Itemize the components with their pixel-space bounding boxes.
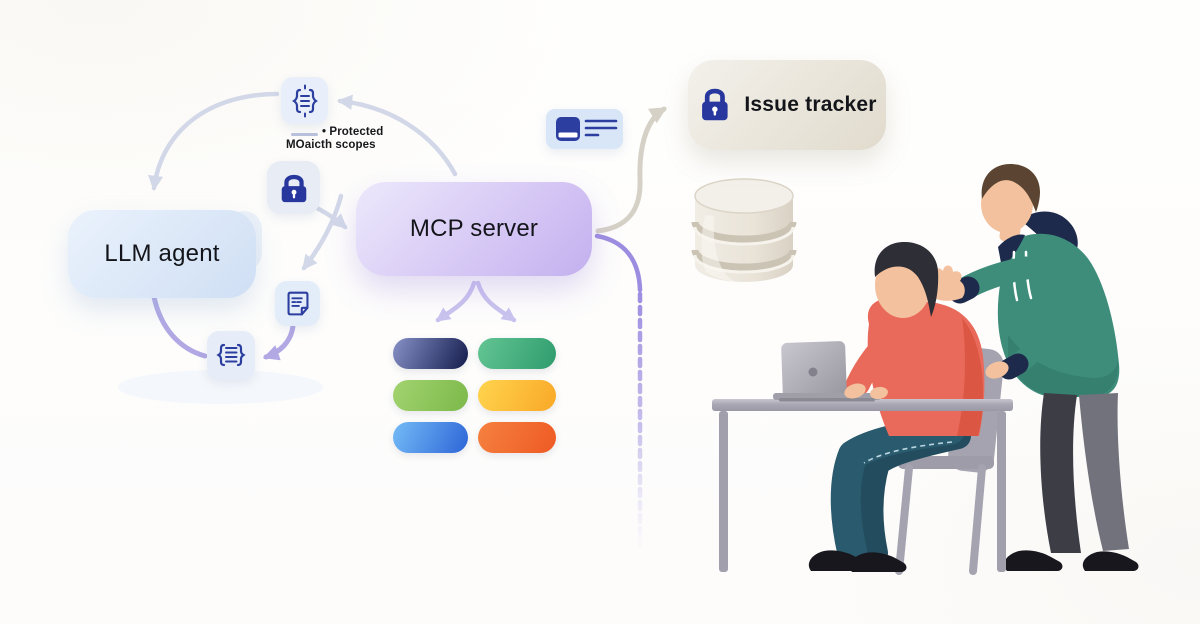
pants-back: [1079, 393, 1129, 551]
arrow-document-to-schema: [262, 323, 296, 361]
database-icon: [691, 178, 797, 282]
pill-navy: [393, 338, 468, 369]
schema-braces-icon: [281, 77, 328, 124]
pill-amber: [478, 380, 556, 411]
token-card-icon: [546, 109, 623, 149]
jeans-stitch: [863, 441, 953, 464]
arrow-schema-to-llm: [148, 91, 280, 192]
desk: [712, 399, 1013, 572]
standing-person-chair-hand: [985, 301, 1071, 380]
typing-hand: [870, 386, 888, 400]
pill-lime: [393, 380, 468, 411]
laptop-base-and-hands: [773, 383, 888, 402]
pill-green: [478, 338, 556, 369]
document-icon: [275, 281, 320, 326]
node-llm-agent: LLM agent: [68, 210, 256, 298]
pants-front: [1040, 393, 1081, 553]
legend-scopes-label: MOaicth scopes: [286, 139, 376, 151]
head: [981, 175, 1033, 233]
schema-braces-icon-bottom: [207, 331, 255, 379]
hair: [874, 241, 939, 317]
laptop-logo: [808, 367, 818, 377]
lock-icon: [697, 86, 731, 124]
mcp-server-label: MCP server: [409, 215, 539, 242]
arrow-mcp-to-document: [301, 193, 344, 271]
torso-shade: [1008, 335, 1119, 396]
laptop: [781, 341, 847, 398]
pill-orange: [478, 422, 556, 453]
issue-tracker-label: Issue tracker: [744, 93, 877, 116]
pill-blue: [393, 422, 468, 453]
connector-mcp-curve: [594, 233, 643, 293]
llm-agent-label: LLM agent: [104, 240, 220, 267]
branch-arrow-right: [475, 280, 517, 323]
node-mcp-server: MCP server: [356, 182, 592, 276]
typing-hand: [844, 383, 866, 399]
arrow-mcp-to-issue-tracker: [595, 106, 667, 234]
scope-pills-grid: [393, 338, 556, 453]
hair: [981, 163, 1040, 212]
arrow-llm-to-schema-bottom: [151, 294, 208, 359]
flow-arrows: [148, 91, 667, 548]
hood-collar: [998, 234, 1025, 268]
arrow-mcp-to-schema: [336, 94, 458, 177]
legend-key-line: [291, 133, 318, 136]
arm: [846, 320, 909, 396]
lock-icon: [267, 161, 320, 214]
shoe: [1082, 551, 1139, 571]
node-issue-tracker: Issue tracker: [688, 60, 886, 150]
shoe: [849, 552, 907, 572]
shoe: [1004, 550, 1063, 571]
legend-protected-label: • Protected: [322, 126, 384, 138]
branch-arrow-left: [435, 280, 477, 323]
